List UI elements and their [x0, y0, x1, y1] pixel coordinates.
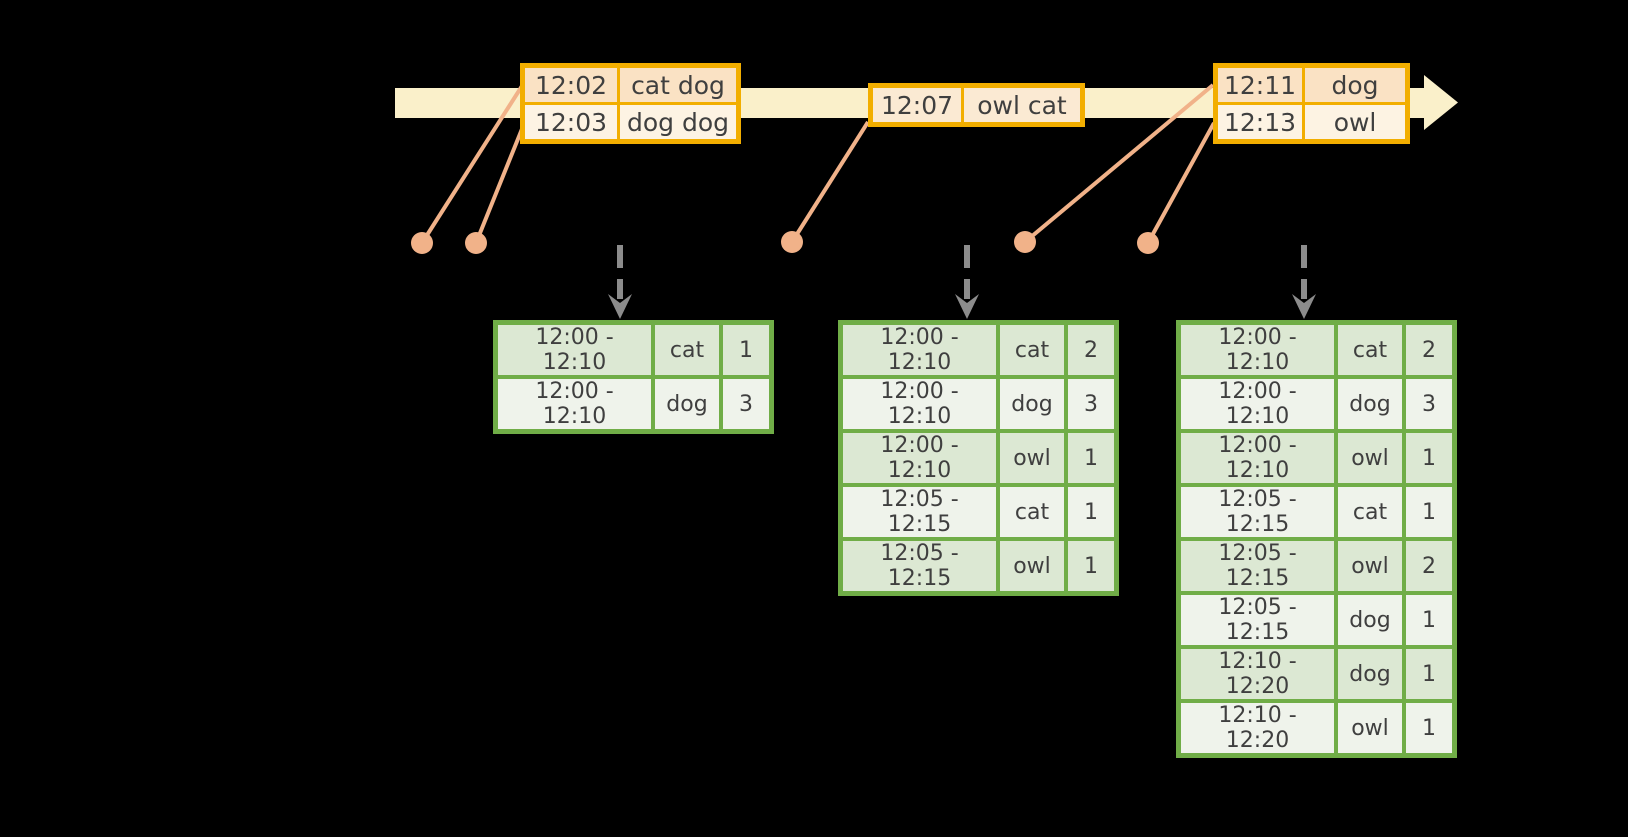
word-cell: cat	[996, 320, 1068, 379]
word-cell: cat	[651, 320, 723, 379]
window-cell: 12:05 - 12:15	[1176, 591, 1338, 649]
trigger-down-arrow-icon	[1292, 294, 1316, 319]
event-connector-line	[420, 84, 524, 245]
event-marker-dot	[781, 231, 803, 253]
event-time-cell: 12:02	[521, 64, 620, 105]
table-row: 12:00 - 12:10 owl 1	[838, 429, 1119, 487]
table-row: 12:10 - 12:20 dog 1	[1176, 645, 1457, 703]
word-cell: dog	[1334, 591, 1406, 649]
window-cell: 12:10 - 12:20	[1176, 699, 1338, 758]
count-cell: 2	[1064, 320, 1119, 379]
event-marker-dots	[411, 231, 1159, 254]
count-cell: 1	[1402, 699, 1457, 758]
trigger-down-arrow-icon	[955, 294, 979, 319]
timeline-arrowhead-icon	[1424, 75, 1458, 130]
event-marker-dot	[465, 232, 487, 254]
window-cell: 12:05 - 12:15	[838, 537, 1000, 596]
count-cell: 3	[719, 375, 774, 434]
window-cell: 12:10 - 12:20	[1176, 645, 1338, 703]
result-table-2: 12:00 - 12:10 cat 2 12:00 - 12:10 dog 3 …	[838, 320, 1119, 596]
table-row: 12:11 dog	[1213, 64, 1410, 105]
event-marker-dot	[411, 232, 433, 254]
table-row: 12:00 - 12:10 owl 1	[1176, 429, 1457, 487]
count-cell: 3	[1064, 375, 1119, 433]
count-cell: 2	[1402, 320, 1457, 379]
event-words-cell: owl	[1302, 102, 1410, 143]
word-cell: cat	[1334, 320, 1406, 379]
word-cell: cat	[996, 483, 1068, 541]
table-row: 12:05 - 12:15 owl 2	[1176, 537, 1457, 595]
event-words-cell: cat dog	[617, 64, 740, 105]
event-table-2: 12:07 owl cat	[868, 83, 1085, 127]
trigger-down-arrow-icon	[608, 294, 632, 319]
table-row: 12:00 - 12:10 dog 3	[838, 375, 1119, 433]
window-cell: 12:05 - 12:15	[1176, 483, 1338, 541]
table-row: 12:02 cat dog	[521, 64, 740, 105]
event-words-cell: owl cat	[961, 84, 1084, 126]
window-cell: 12:00 - 12:10	[493, 320, 655, 379]
table-row: 12:05 - 12:15 cat 1	[1176, 483, 1457, 541]
window-cell: 12:05 - 12:15	[838, 483, 1000, 541]
word-cell: cat	[1334, 483, 1406, 541]
table-row: 12:05 - 12:15 owl 1	[838, 537, 1119, 596]
window-cell: 12:00 - 12:10	[493, 375, 655, 434]
event-time-cell: 12:11	[1213, 64, 1306, 105]
table-row: 12:00 - 12:10 cat 1	[493, 320, 774, 379]
table-row: 12:03 dog dog	[521, 102, 740, 143]
table-row: 12:10 - 12:20 owl 1	[1176, 699, 1457, 758]
event-connector-lines	[420, 83, 1216, 245]
trigger-arrows	[608, 245, 1316, 319]
word-cell: owl	[1334, 537, 1406, 595]
count-cell: 1	[719, 320, 774, 379]
event-words-cell: dog dog	[617, 102, 740, 143]
word-cell: owl	[996, 537, 1068, 596]
result-table-3: 12:00 - 12:10 cat 2 12:00 - 12:10 dog 3 …	[1176, 320, 1457, 758]
table-row: 12:05 - 12:15 cat 1	[838, 483, 1119, 541]
count-cell: 1	[1402, 591, 1457, 649]
word-cell: dog	[996, 375, 1068, 433]
window-cell: 12:00 - 12:10	[838, 429, 1000, 487]
word-cell: dog	[651, 375, 723, 434]
table-row: 12:00 - 12:10 dog 3	[493, 375, 774, 434]
table-row: 12:05 - 12:15 dog 1	[1176, 591, 1457, 649]
word-cell: owl	[996, 429, 1068, 487]
count-cell: 3	[1402, 375, 1457, 433]
table-row: 12:07 owl cat	[869, 84, 1084, 126]
table-row: 12:00 - 12:10 cat 2	[838, 320, 1119, 379]
event-table-3: 12:11 dog 12:13 owl	[1213, 63, 1411, 144]
event-time-cell: 12:13	[1213, 102, 1306, 143]
count-cell: 1	[1064, 429, 1119, 487]
event-connector-line	[790, 120, 870, 244]
event-time-cell: 12:03	[521, 102, 620, 143]
event-connector-line	[1023, 83, 1215, 244]
count-cell: 1	[1064, 483, 1119, 541]
window-cell: 12:00 - 12:10	[1176, 320, 1338, 379]
event-table-1: 12:02 cat dog 12:03 dog dog	[520, 63, 741, 144]
count-cell: 1	[1064, 537, 1119, 596]
event-marker-dot	[1014, 231, 1036, 253]
word-cell: dog	[1334, 375, 1406, 433]
window-cell: 12:00 - 12:10	[838, 320, 1000, 379]
word-cell: owl	[1334, 429, 1406, 487]
event-time-cell: 12:07	[869, 84, 964, 126]
event-connector-line	[1146, 122, 1216, 244]
word-cell: dog	[1334, 645, 1406, 703]
count-cell: 1	[1402, 429, 1457, 487]
table-row: 12:13 owl	[1213, 102, 1410, 143]
event-connector-line	[474, 123, 526, 244]
window-cell: 12:00 - 12:10	[1176, 375, 1338, 433]
event-marker-dot	[1137, 232, 1159, 254]
table-row: 12:00 - 12:10 dog 3	[1176, 375, 1457, 433]
count-cell: 1	[1402, 645, 1457, 703]
window-cell: 12:00 - 12:10	[1176, 429, 1338, 487]
window-cell: 12:00 - 12:10	[838, 375, 1000, 433]
count-cell: 2	[1402, 537, 1457, 595]
count-cell: 1	[1402, 483, 1457, 541]
table-row: 12:00 - 12:10 cat 2	[1176, 320, 1457, 379]
result-table-1: 12:00 - 12:10 cat 1 12:00 - 12:10 dog 3	[493, 320, 774, 434]
word-cell: owl	[1334, 699, 1406, 758]
window-cell: 12:05 - 12:15	[1176, 537, 1338, 595]
event-words-cell: dog	[1302, 64, 1410, 105]
